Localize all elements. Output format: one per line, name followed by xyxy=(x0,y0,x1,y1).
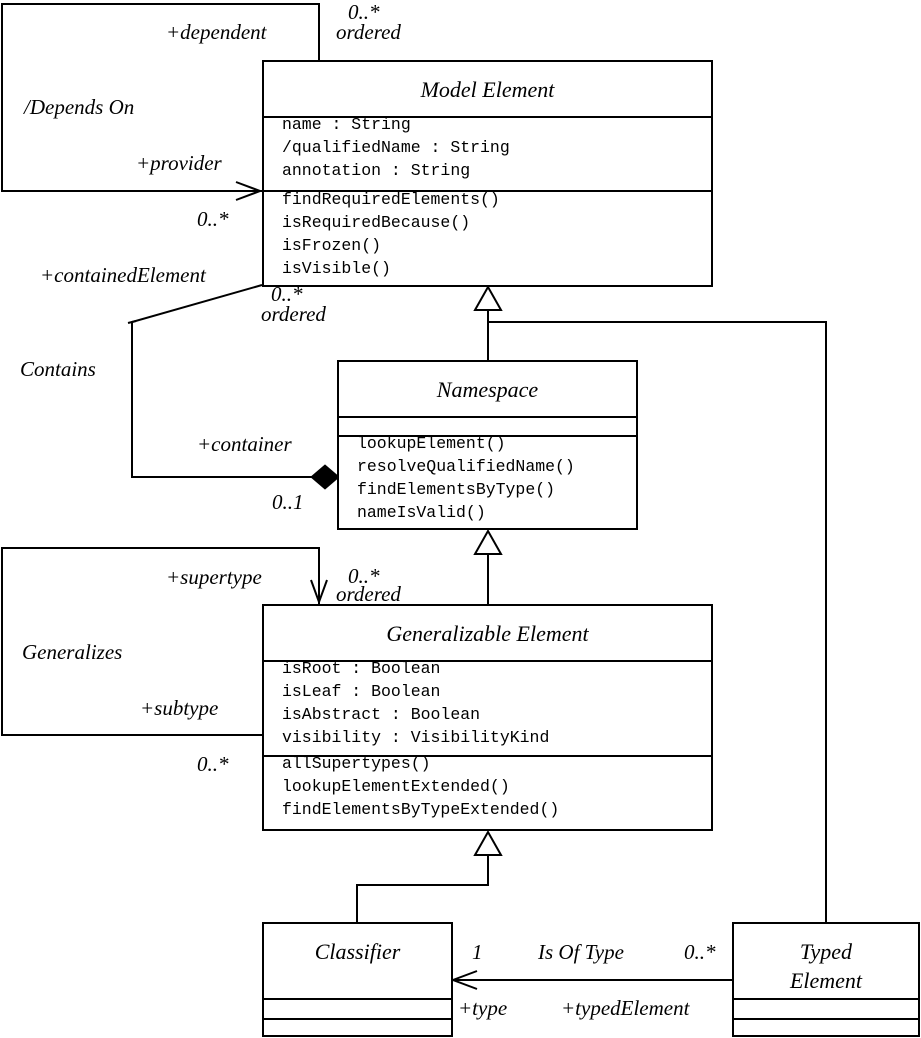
classifier-generalization-line xyxy=(356,855,489,923)
container-role-label: +container xyxy=(197,432,292,456)
model-element-class: Model Element name : String /qualifiedNa… xyxy=(262,60,713,287)
attribute: isRoot : Boolean xyxy=(282,659,441,678)
compartment-divider xyxy=(264,116,711,118)
operation: isVisible() xyxy=(282,259,391,278)
namespace-generalization-arrow xyxy=(473,284,503,311)
supertype-role-label: +supertype xyxy=(166,565,262,589)
composition-diamond xyxy=(310,464,340,490)
compartment-divider xyxy=(264,998,451,1000)
typed-element-multiplicity-label: 0..* xyxy=(684,940,716,964)
subtype-multiplicity-label: 0..* xyxy=(197,752,229,776)
contains-association-line xyxy=(131,284,318,478)
contained-element-ordering-label: ordered xyxy=(261,302,326,326)
class-name: Generalizable Element xyxy=(386,621,589,646)
contained-element-role-label: +containedElement xyxy=(40,263,206,287)
type-role-label: +type xyxy=(458,996,508,1020)
provider-multiplicity-label: 0..* xyxy=(197,207,229,231)
attribute: annotation : String xyxy=(282,161,471,180)
depends-on-association-line xyxy=(1,3,320,192)
type-multiplicity-label: 1 xyxy=(472,940,483,964)
attribute: isLeaf : Boolean xyxy=(282,682,441,701)
dependent-ordering-label: ordered xyxy=(336,20,401,44)
operation: lookupElement() xyxy=(357,434,506,453)
class-name-line-2: Element xyxy=(789,968,863,993)
depends-on-association-name: /Depends On xyxy=(24,95,135,119)
typed-element-class: Typed Element xyxy=(732,922,920,1037)
type-arrowhead xyxy=(450,970,478,990)
container-multiplicity-label: 0..1 xyxy=(272,490,304,514)
compartment-divider xyxy=(339,435,636,437)
dependent-multiplicity-label: 0..* xyxy=(348,0,380,24)
operation: isRequiredBecause() xyxy=(282,213,471,232)
compartment-divider xyxy=(264,1018,451,1020)
provider-arrowhead xyxy=(235,181,263,201)
class-name: Model Element xyxy=(420,77,555,102)
operation: isFrozen() xyxy=(282,236,382,255)
compartment-divider xyxy=(734,998,918,1000)
compartment-divider xyxy=(264,190,711,192)
namespace-class: Namespace lookupElement() resolveQualifi… xyxy=(337,360,638,530)
supertype-multiplicity-label: 0..* xyxy=(348,564,380,588)
operation: findElementsByType() xyxy=(357,480,556,499)
classifier-generalization-arrow xyxy=(473,829,503,856)
operation: resolveQualifiedName() xyxy=(357,457,575,476)
typed-element-role-label: +typedElement xyxy=(561,996,690,1020)
class-name: Namespace xyxy=(436,377,539,402)
subtype-role-label: +subtype xyxy=(140,696,219,720)
class-name: Classifier xyxy=(314,939,401,964)
attribute: visibility : VisibilityKind xyxy=(282,728,550,747)
dependent-role-label: +dependent xyxy=(166,20,267,44)
generalizable-generalization-arrow xyxy=(473,528,503,555)
attribute: name : String xyxy=(282,115,411,134)
operation: nameIsValid() xyxy=(357,503,486,522)
classifier-class: Classifier xyxy=(262,922,453,1037)
attribute: isAbstract : Boolean xyxy=(282,705,481,724)
generalizes-association-line xyxy=(1,547,320,736)
compartment-divider xyxy=(339,416,636,418)
compartment-divider xyxy=(264,755,711,757)
generalizes-association-name: Generalizes xyxy=(22,640,123,664)
contains-tick-mark xyxy=(127,320,137,324)
attribute: /qualifiedName : String xyxy=(282,138,510,157)
is-of-type-association-name: Is Of Type xyxy=(538,940,624,964)
provider-role-label: +provider xyxy=(136,151,222,175)
operation: lookupElementExtended() xyxy=(282,777,510,796)
supertype-ordering-label: ordered xyxy=(336,582,401,606)
operation: findElementsByTypeExtended() xyxy=(282,800,560,819)
contains-association-name: Contains xyxy=(20,357,96,381)
operation: allSupertypes() xyxy=(282,754,431,773)
class-name-line-1: Typed xyxy=(799,939,853,964)
typed-element-generalization-line xyxy=(488,321,827,923)
compartment-divider xyxy=(264,660,711,662)
supertype-arrowhead xyxy=(310,579,328,605)
operation: findRequiredElements() xyxy=(282,190,500,209)
generalizable-element-class: Generalizable Element isRoot : Boolean i… xyxy=(262,604,713,831)
compartment-divider xyxy=(734,1018,918,1020)
contained-element-multiplicity-label: 0..* xyxy=(271,282,303,306)
